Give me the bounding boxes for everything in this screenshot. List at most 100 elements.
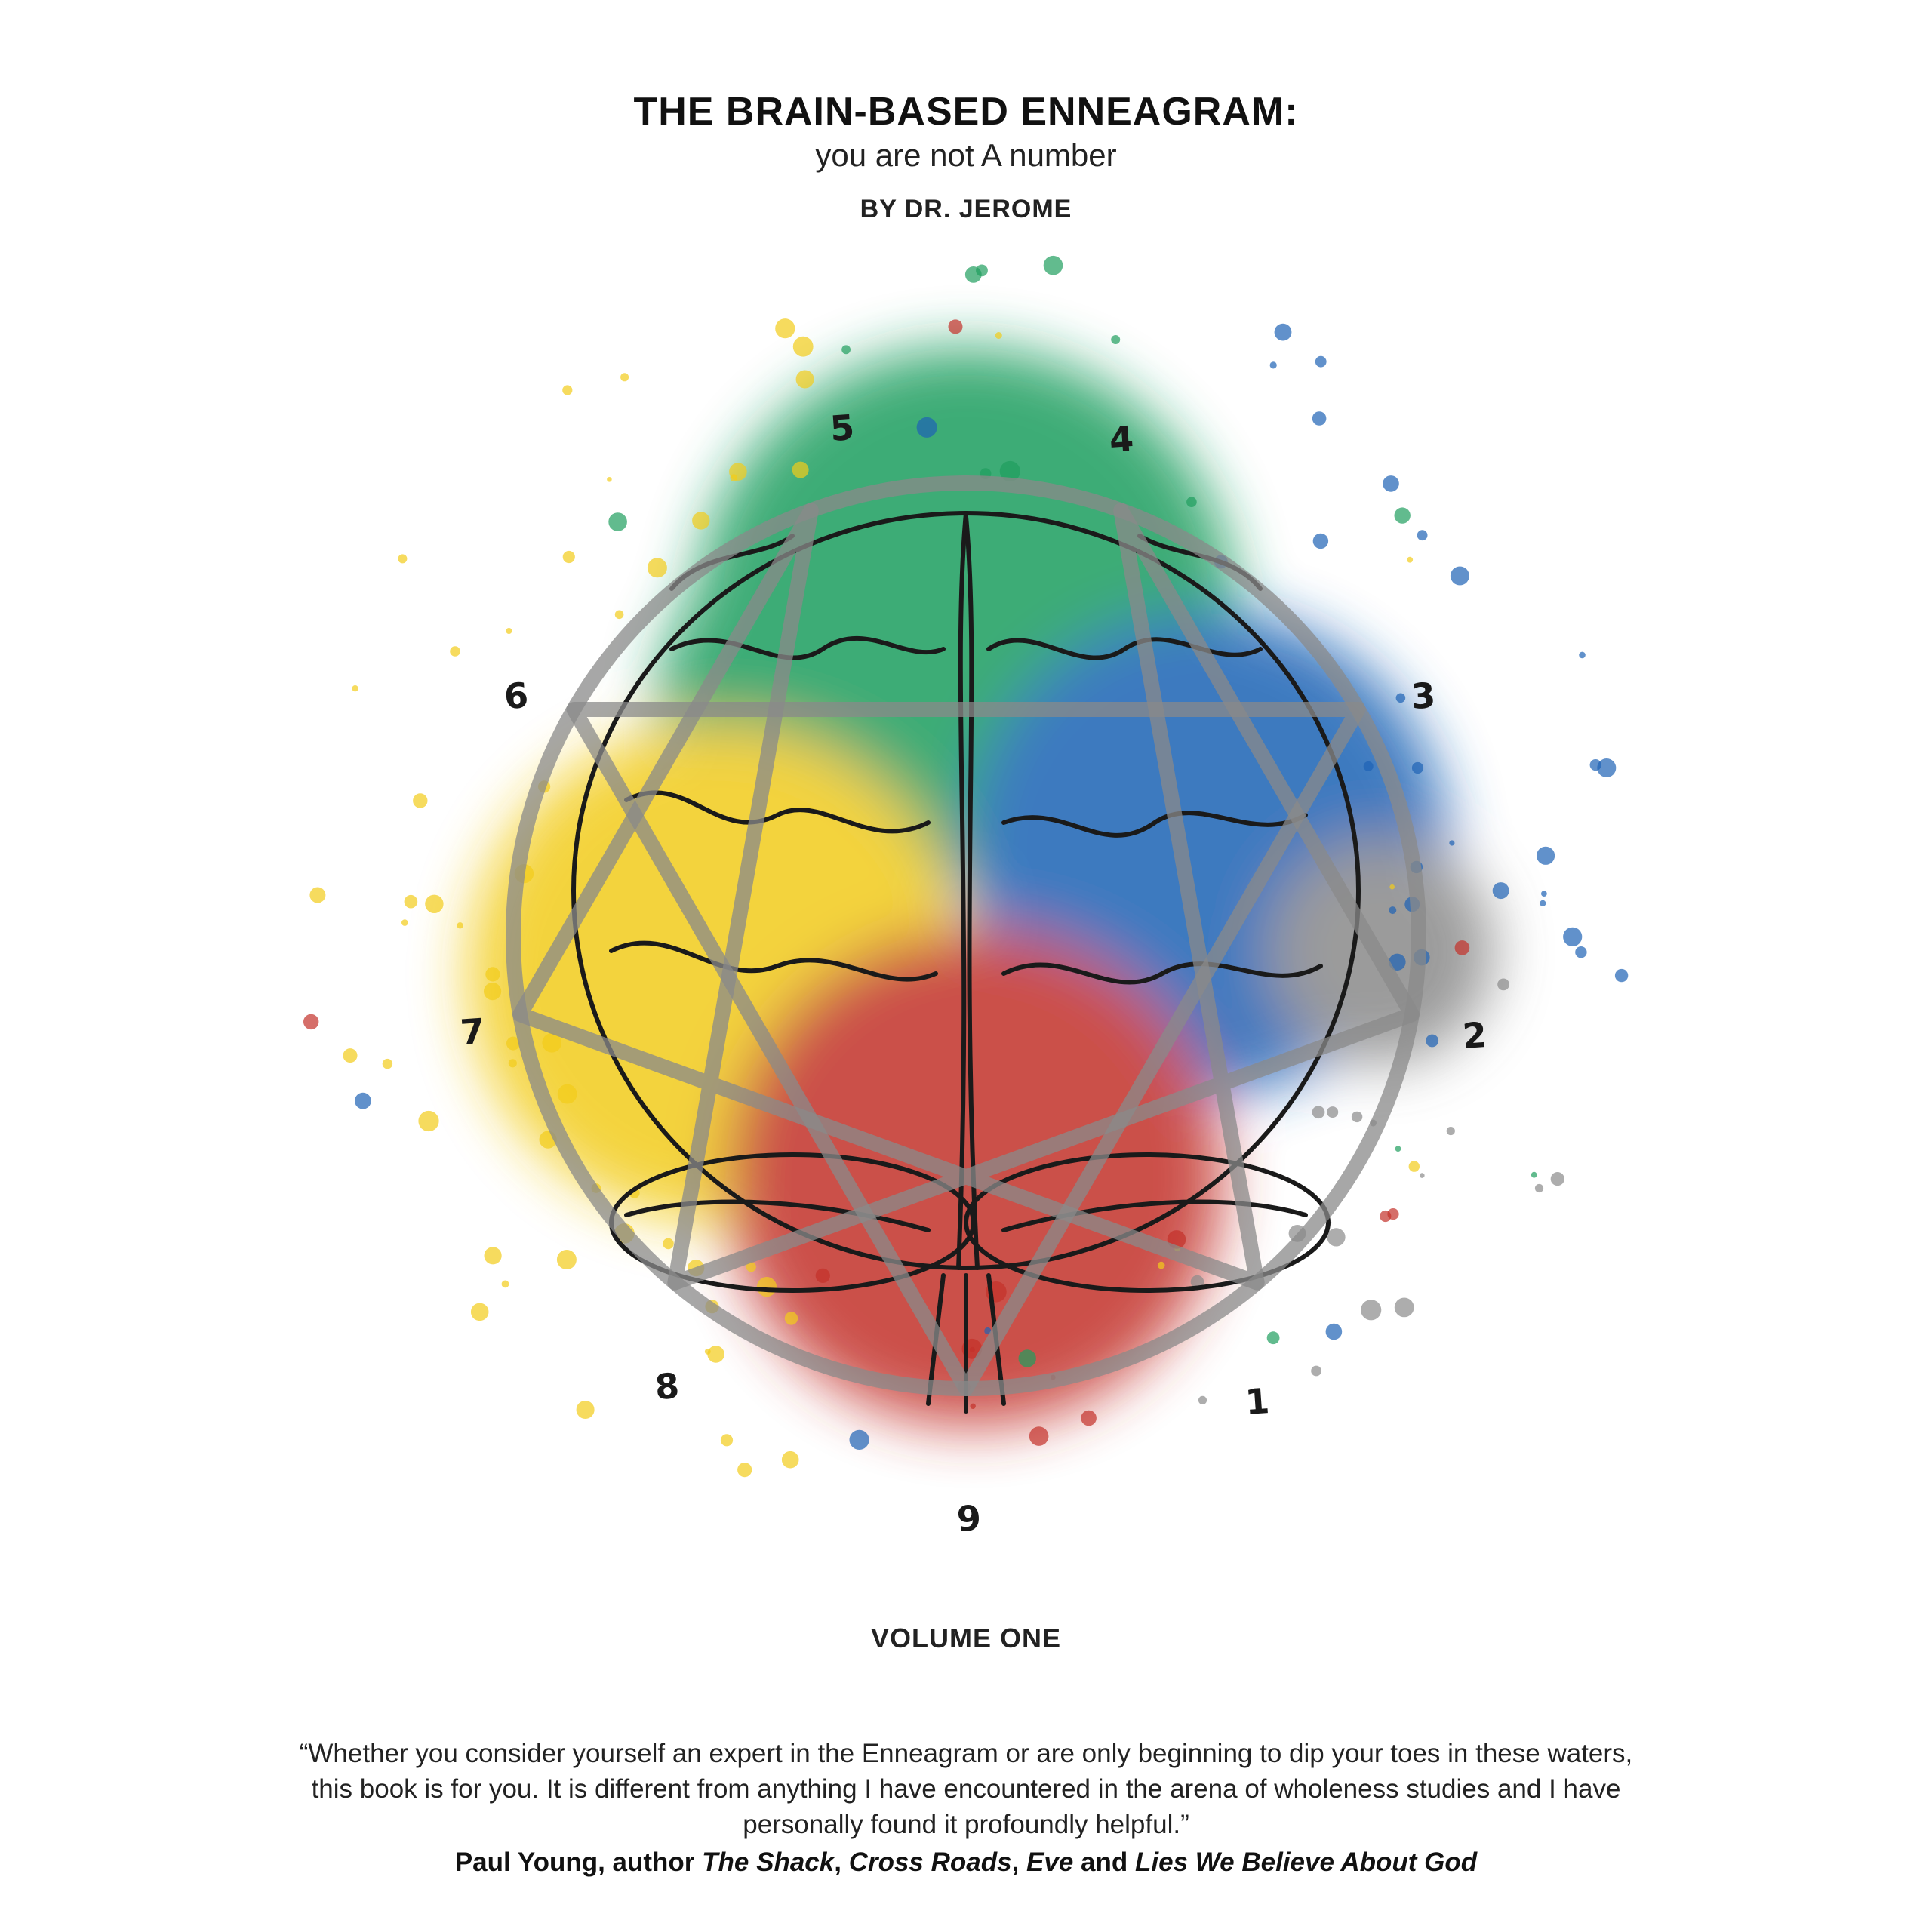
splatter-dot: [841, 345, 851, 355]
enneagram-figure: [506, 475, 1426, 1396]
splatter-dot: [620, 373, 629, 382]
splatter-dot: [1589, 759, 1601, 771]
splatter-dot: [948, 319, 963, 334]
brain-enneagram-illustration: [303, 255, 1629, 1478]
enneagram-number-5: 5: [829, 406, 856, 450]
splatter-dot: [1311, 1365, 1321, 1377]
splatter-dot: [1327, 1106, 1339, 1118]
splatter-dot: [1540, 900, 1546, 906]
splatter-dot: [309, 887, 326, 903]
splatter-dot: [484, 983, 502, 1001]
splatter-dot: [1563, 927, 1583, 946]
splatter-dot: [1018, 1349, 1036, 1367]
splatter-dot: [1081, 1410, 1097, 1426]
splatter-dot: [614, 610, 624, 620]
splatter-dot: [1454, 940, 1470, 955]
enneagram-triangle: [566, 702, 1366, 1396]
splatter-dot: [542, 1033, 561, 1053]
splatter-dot: [729, 463, 747, 481]
splatter-dot: [849, 1429, 869, 1450]
splatter-dot: [1597, 758, 1617, 777]
splatter-dot: [1407, 556, 1414, 563]
splatter-dot: [1426, 1034, 1439, 1048]
splatter-dot: [1198, 1395, 1208, 1404]
splatter-dot: [501, 1280, 509, 1288]
splatter-dot: [1394, 507, 1411, 524]
splatter-dot: [1111, 335, 1121, 344]
book-title-3: Eve: [1026, 1847, 1074, 1877]
splatter-dot: [485, 967, 500, 982]
splatter-dot: [404, 894, 418, 909]
splatter-dot: [1157, 1261, 1165, 1269]
splatter-dot: [746, 1262, 756, 1272]
splatter-dot: [1043, 255, 1063, 275]
enneagram-number-4: 4: [1108, 417, 1135, 461]
splatter-dot: [1537, 846, 1555, 865]
splatter-dot: [457, 922, 463, 929]
splatter-dot: [470, 1303, 489, 1321]
splatter-dot: [916, 417, 937, 438]
splatter-dot: [1387, 1208, 1399, 1220]
splatter-dot: [1029, 1426, 1049, 1446]
splatter-dot: [413, 793, 428, 808]
splatter-dot: [508, 1059, 517, 1068]
splatter-dot: [1446, 1127, 1455, 1136]
splatter-dot: [1266, 1331, 1280, 1345]
enneagram-number-6: 6: [503, 674, 530, 718]
attribution-prefix: Paul Young, author: [454, 1847, 703, 1877]
splatter-dot: [1534, 1183, 1544, 1193]
splatter-dot: [1579, 651, 1586, 659]
splatter-dot: [1315, 355, 1327, 368]
splatter-dot: [663, 1238, 674, 1250]
splatter-dot: [382, 1058, 393, 1069]
splatter-dot: [1497, 978, 1509, 991]
splatter-dot: [1492, 882, 1509, 900]
splatter-dot: [970, 1403, 976, 1410]
book-title-2: Cross Roads: [848, 1847, 1012, 1877]
splatter-dot: [401, 919, 408, 926]
splatter-dot: [647, 558, 667, 578]
splatter-dot: [1614, 968, 1629, 983]
splatter-dot: [1389, 884, 1395, 890]
splatter-dot: [1411, 761, 1424, 774]
splatter-dot: [1417, 530, 1428, 541]
splatter-dot: [692, 512, 710, 530]
splatter-dot: [1312, 411, 1327, 426]
splatter-dot: [704, 1349, 711, 1355]
splatter-dot: [562, 550, 575, 564]
splatter-dot: [795, 370, 814, 389]
splatter-dot: [506, 1036, 520, 1051]
splatter-dot: [756, 1277, 777, 1297]
splatter-dot: [506, 628, 512, 634]
splatter-dot: [576, 1401, 595, 1419]
splatter-dot: [1420, 1173, 1425, 1178]
splatter-dot: [1363, 761, 1374, 771]
book-subtitle: you are not A number: [815, 137, 1117, 173]
splatter-dot: [1351, 1111, 1363, 1123]
splatter-dot: [1541, 891, 1547, 897]
splatter-dot: [792, 461, 809, 478]
book-title-4: Lies We Believe About God: [1135, 1847, 1478, 1877]
splatter-dot: [355, 1092, 371, 1109]
separator: and: [1073, 1847, 1136, 1877]
splatter-dot: [607, 477, 612, 482]
splatter-dot: [343, 1048, 358, 1063]
splatter-dot: [1312, 1106, 1325, 1119]
splatter-dot: [815, 1268, 830, 1283]
splatter-dot: [984, 1327, 992, 1335]
splatter-dot: [995, 332, 1002, 339]
book-title: THE BRAIN-BASED ENNEAGRAM:: [633, 90, 1299, 134]
splatter-dot: [792, 336, 814, 357]
splatter-dot: [1450, 566, 1469, 586]
splatter-dot: [1274, 323, 1292, 341]
splatter-dot: [352, 685, 358, 692]
splatter-dot: [1312, 533, 1329, 549]
enneagram-number-1: 1: [1244, 1380, 1271, 1423]
splatter-dot: [450, 646, 460, 657]
splatter-dot: [418, 1110, 439, 1132]
splatter-dot: [1269, 361, 1277, 369]
book-title-1: The Shack: [702, 1847, 835, 1877]
splatter-dot: [1325, 1323, 1343, 1340]
splatter-dot: [1383, 475, 1399, 492]
